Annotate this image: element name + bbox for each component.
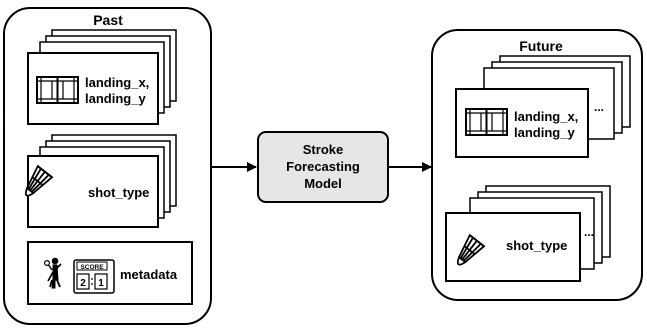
shuttlecock-icon xyxy=(456,233,486,266)
future-landing-stack: landing_x, landing_y ... xyxy=(455,55,631,158)
model-box: Stroke Forecasting Model xyxy=(257,131,389,203)
model-label-3: Model xyxy=(304,176,342,191)
court-icon xyxy=(465,108,508,136)
future-shot-type-ellipsis: ... xyxy=(584,225,594,239)
past-metadata-box: SCORE 2 1 metadata xyxy=(27,241,193,305)
score-right: 1 xyxy=(98,278,104,289)
future-shot-type-stack: shot_type ... xyxy=(445,185,611,282)
past-shot-type-label: shot_type xyxy=(88,185,149,200)
model-label-1: Stroke xyxy=(303,142,343,157)
score-left: 2 xyxy=(80,278,86,289)
future-landing-ellipsis: ... xyxy=(594,100,604,114)
future-landing-label-2: landing_y xyxy=(514,125,575,140)
past-landing-stack: landing_x, landing_y xyxy=(27,29,177,125)
score-label: SCORE xyxy=(80,264,104,271)
future-shot-type-label: shot_type xyxy=(506,238,567,253)
player-icon xyxy=(43,257,62,289)
model-label-2: Forecasting xyxy=(286,159,360,174)
past-panel: Past landing_x, landing_y xyxy=(3,7,212,325)
future-title: Future xyxy=(519,38,563,54)
past-landing-card xyxy=(27,52,159,125)
future-landing-card xyxy=(455,88,589,158)
future-panel: Future landing_x, landing_y ... xyxy=(431,29,643,301)
shuttlecock-icon xyxy=(24,164,54,197)
past-shot-type-stack: shot_type xyxy=(24,134,177,228)
past-title: Past xyxy=(93,12,123,28)
past-landing-label-2: landing_y xyxy=(85,91,146,106)
past-landing-label-1: landing_x, xyxy=(85,75,149,90)
scoreboard-icon: SCORE 2 1 xyxy=(73,259,115,294)
past-metadata-label: metadata xyxy=(120,267,178,282)
court-icon xyxy=(36,76,79,104)
future-landing-label-1: landing_x, xyxy=(514,109,578,124)
